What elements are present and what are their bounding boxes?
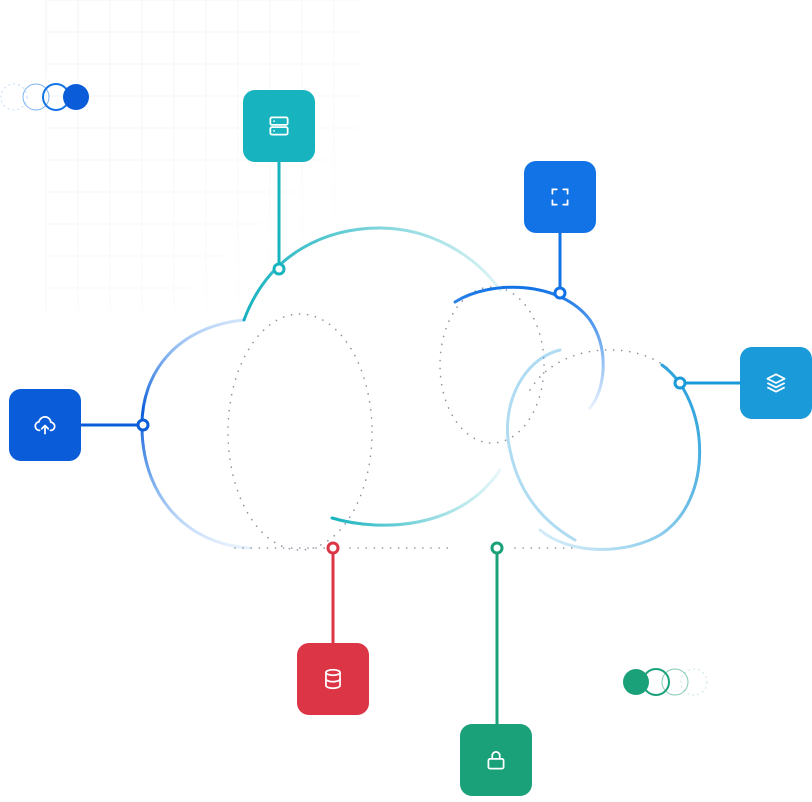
layers-node[interactable] xyxy=(740,347,812,419)
junction-database xyxy=(326,541,340,555)
cloud-upload-icon xyxy=(34,416,56,435)
focus-node[interactable] xyxy=(524,161,596,233)
junction-upload xyxy=(136,418,150,432)
layers-icon xyxy=(766,373,786,393)
junction-layers xyxy=(673,376,687,390)
security-node[interactable] xyxy=(460,724,532,796)
cloud-arc-right-inner xyxy=(505,348,577,542)
cloud-arc-left xyxy=(140,318,252,550)
cloud-arc-far-right xyxy=(538,363,702,551)
decor-rings-top-left xyxy=(0,83,89,111)
database-node[interactable] xyxy=(297,643,369,715)
decor-rings-bottom-right xyxy=(623,668,708,696)
grid-fade xyxy=(40,0,370,320)
junction-focus xyxy=(553,286,567,300)
upload-node[interactable] xyxy=(9,389,81,461)
cloud-arc-bottom xyxy=(330,468,502,527)
cloud-arc-right-top xyxy=(453,285,605,410)
scan-frame-icon xyxy=(551,188,569,206)
server-stack-icon xyxy=(269,116,289,136)
junction-servers xyxy=(272,262,286,276)
junctions xyxy=(136,262,687,555)
junction-security xyxy=(490,541,504,555)
database-icon xyxy=(325,668,341,690)
lock-icon xyxy=(487,751,505,770)
connectors xyxy=(80,160,740,724)
servers-node[interactable] xyxy=(243,90,315,162)
